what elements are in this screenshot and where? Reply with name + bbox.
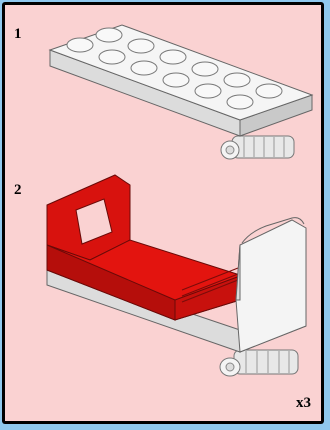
- wheel-axle-icon-2: [220, 350, 298, 376]
- white-plate-2x6-icon: [50, 25, 312, 159]
- wheel-axle-icon: [221, 136, 294, 159]
- white-backrest-icon: [236, 218, 306, 352]
